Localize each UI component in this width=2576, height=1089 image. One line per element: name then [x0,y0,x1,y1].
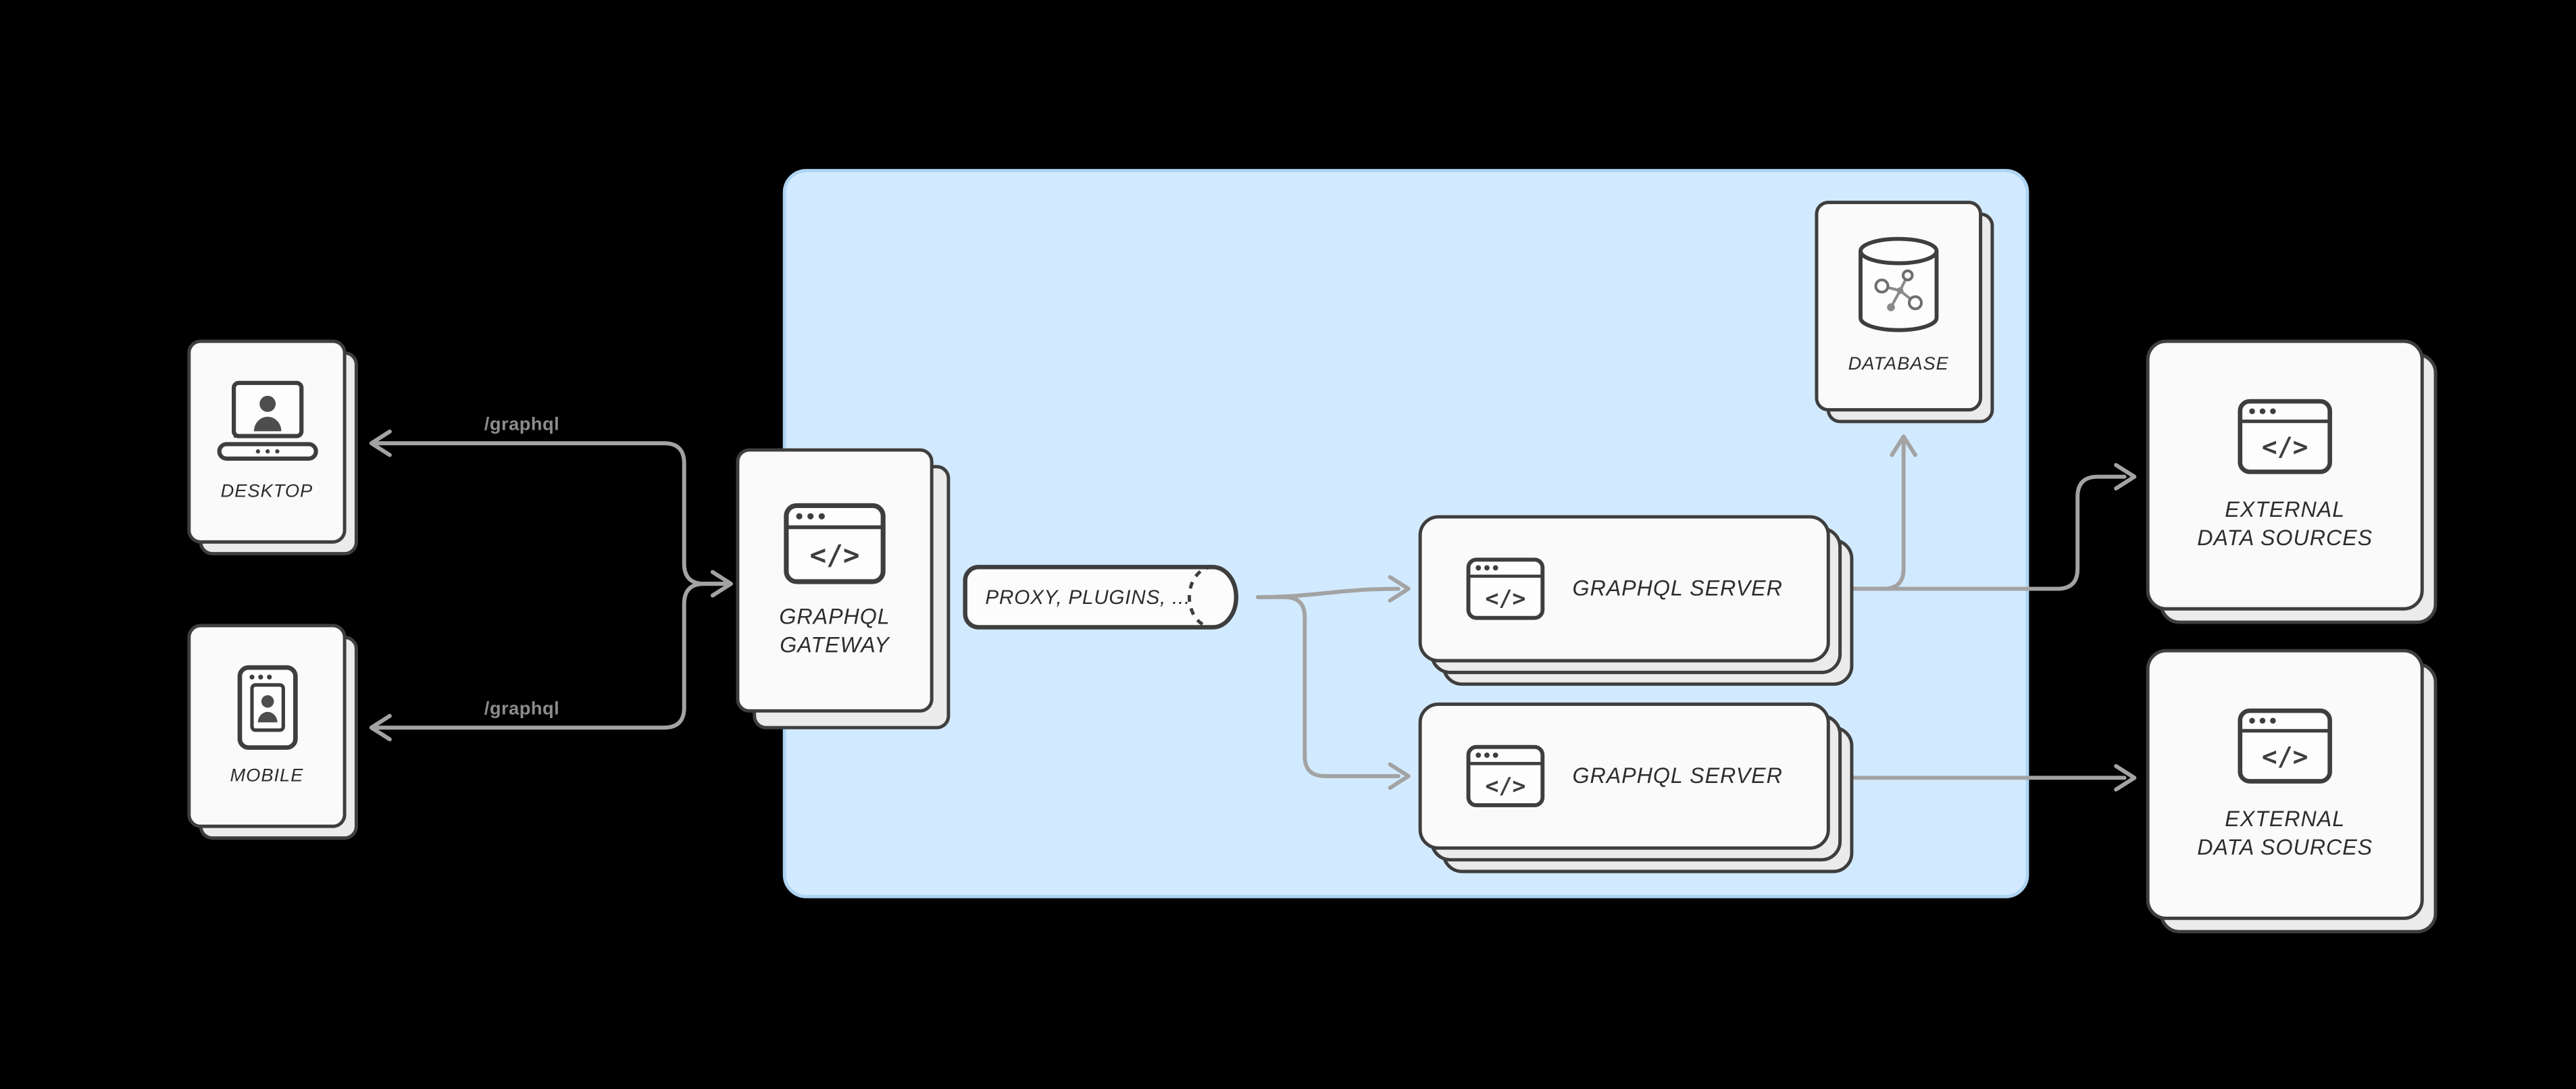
external-data-sources-top-node: </> EXTERNAL DATA SOURCES [2146,339,2438,624]
wire-proxy-server-bottom [1255,594,1400,778]
arrowhead-right-external-top [2114,463,2137,490]
proxy-label: PROXY, PLUGINS, ... [985,585,1191,609]
database-label: DATABASE [1848,354,1949,374]
wire-gateway-desktop [372,441,728,586]
gateway-node: </> GRAPHQL GATEWAY [736,448,951,730]
external-label-line1: EXTERNAL [2225,806,2346,832]
external-label-line2: DATA SOURCES [2197,525,2373,551]
graphql-server-label: GRAPHQL SERVER [1572,763,1783,789]
database-graph-icon [1859,236,1939,332]
database-node: DATABASE [1815,201,1994,424]
arrowhead-right-external-bottom [2114,764,2137,792]
external-data-sources-label: EXTERNAL DATA SOURCES [2197,495,2373,553]
mobile-node: MOBILE [187,624,358,840]
code-glyph: </> [1485,585,1525,611]
mobile-label: MOBILE [230,765,304,786]
gateway-label-line1: GRAPHQL [779,603,890,629]
route-label-desktop: /graphql [484,415,560,435]
code-window-icon: </> [1466,557,1545,620]
code-glyph: </> [810,538,860,571]
code-window-icon: </> [2238,399,2332,474]
route-label-mobile: /graphql [484,699,560,719]
code-window-icon: </> [2238,708,2332,784]
code-glyph: </> [2262,741,2308,771]
arrowhead-left-desktop [369,429,392,457]
phone-user-icon [236,665,297,750]
laptop-user-icon [216,380,318,461]
external-label-line1: EXTERNAL [2225,496,2346,522]
cylinder-shape [963,565,1238,630]
graphql-server-top-node: </> GRAPHQL SERVER [1418,515,1854,686]
code-window-icon: </> [784,503,886,584]
external-data-sources-label: EXTERNAL DATA SOURCES [2197,805,2373,862]
desktop-node: DESKTOP [187,339,358,556]
desktop-label: DESKTOP [220,481,313,502]
graphql-server-label: GRAPHQL SERVER [1572,576,1783,601]
code-window-icon: </> [1466,744,1545,807]
proxy-plugins-pipe: PROXY, PLUGINS, ... [962,563,1250,630]
external-label-line2: DATA SOURCES [2197,834,2373,860]
wire-server-external-top [1821,474,2127,591]
arrowhead-right-gateway [710,569,733,598]
gateway-label-line2: GATEWAY [780,632,890,658]
arrowhead-right-server-top [1388,575,1411,603]
arrowhead-left-mobile [369,713,392,742]
arrowhead-up-database [1890,434,1917,457]
code-glyph: </> [1485,772,1525,799]
graphql-server-bottom-node: </> GRAPHQL SERVER [1418,702,1854,873]
external-data-sources-bottom-node: </> EXTERNAL DATA SOURCES [2146,649,2438,934]
code-glyph: </> [2262,432,2308,461]
wire-gateway-mobile [372,582,728,730]
gateway-label: GRAPHQL GATEWAY [779,602,890,659]
arrowhead-right-server-bottom [1388,762,1411,790]
